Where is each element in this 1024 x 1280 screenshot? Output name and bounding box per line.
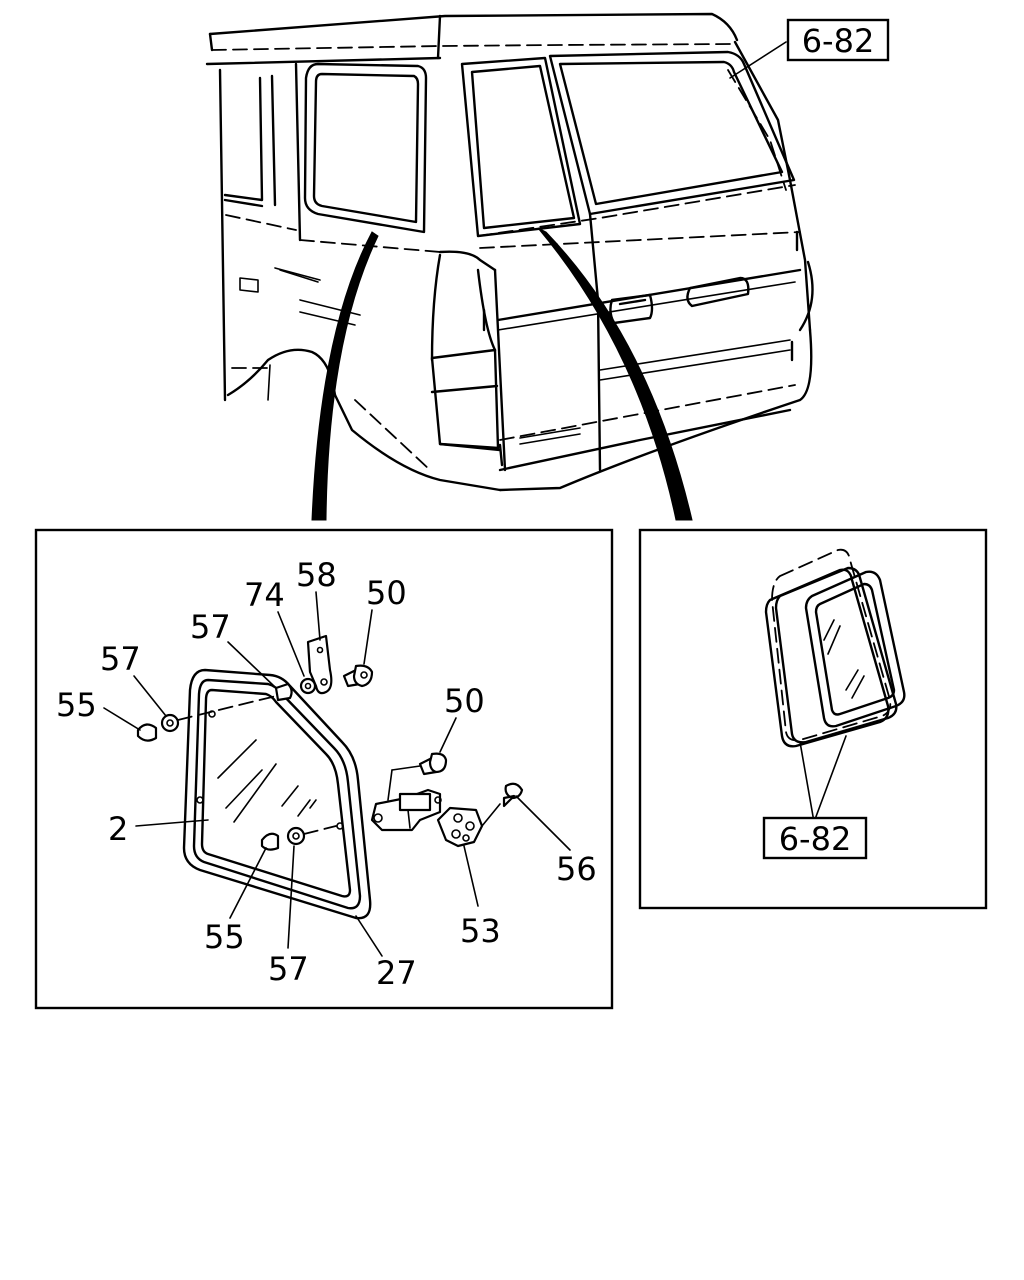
door-glass-assembly <box>764 548 906 748</box>
callout-57-upper: 57 <box>190 608 231 646</box>
callout-50-lower: 50 <box>444 682 485 720</box>
callout-57-left: 57 <box>100 640 141 678</box>
leader-arc-left <box>311 231 379 521</box>
leader-lines <box>103 591 571 957</box>
quarter-glass-assembly <box>182 668 372 920</box>
callout-50-upper: 50 <box>366 574 407 612</box>
callout-55-lower: 55 <box>204 918 245 956</box>
callout-27: 27 <box>376 954 417 992</box>
vehicle-rear-body <box>205 12 814 492</box>
reference-label-top: 6-82 <box>802 22 875 60</box>
callout-53: 53 <box>460 912 501 950</box>
detail-box-quarter-glass <box>34 528 614 1010</box>
callout-55-upper: 55 <box>56 686 97 724</box>
fasteners <box>136 634 524 851</box>
callout-58: 58 <box>296 556 337 594</box>
reference-box-inset: 6-82 <box>762 735 868 860</box>
reference-box-top: 6-82 <box>729 18 890 79</box>
callout-57-lower: 57 <box>268 950 309 988</box>
callout-56: 56 <box>556 850 597 888</box>
detail-box-door-glass <box>638 528 988 910</box>
callout-74: 74 <box>244 576 285 614</box>
reference-label-inset: 6-82 <box>779 820 852 858</box>
leader-arc-right <box>537 227 693 521</box>
callout-2: 2 <box>108 810 128 848</box>
callout-labels: 58 74 50 57 57 55 50 2 56 55 53 57 27 <box>56 556 597 992</box>
